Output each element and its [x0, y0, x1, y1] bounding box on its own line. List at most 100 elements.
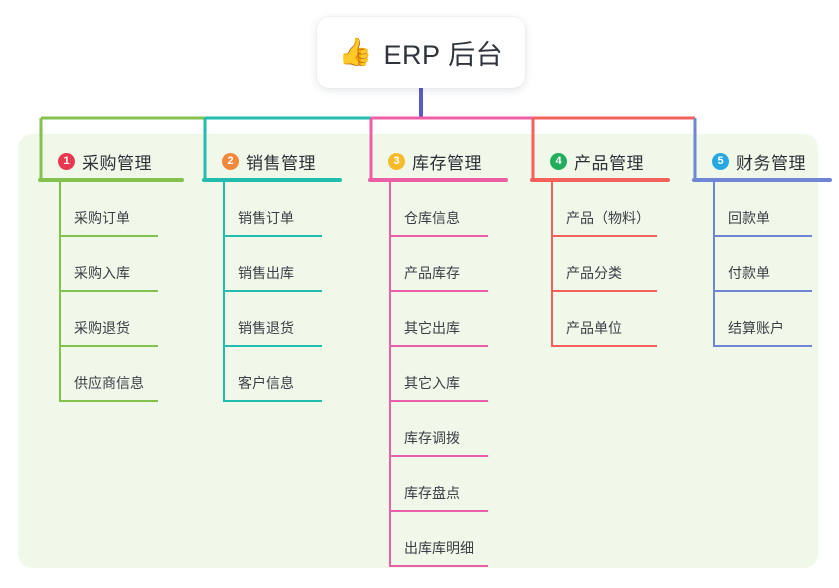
branch-item-list-3: 仓库信息产品库存其它出库其它入库库存调拨库存盘点出库库明细 [368, 182, 508, 567]
branch-spine-4 [551, 182, 553, 347]
branch-badge-2: 2 [222, 152, 239, 170]
branch-item[interactable]: 仓库信息 [368, 182, 508, 237]
branch-title-5: 财务管理 [736, 153, 806, 173]
branch-badge-3: 3 [388, 152, 405, 170]
branch-spine-2 [223, 182, 225, 402]
branch-item-label: 销售订单 [238, 210, 294, 226]
branch-item[interactable]: 客户信息 [202, 347, 342, 402]
branch-header-3[interactable]: 3 库存管理 [388, 150, 508, 173]
branch-item-label: 回款单 [728, 210, 770, 226]
branch-badge-4: 4 [550, 152, 567, 170]
branch-underline-5 [692, 178, 832, 182]
branch-badge-1: 1 [58, 152, 75, 170]
branch-item-label: 仓库信息 [404, 210, 460, 226]
branch-underline-2 [202, 178, 342, 182]
branch-item-rule [389, 400, 488, 402]
branch-item-label: 采购订单 [74, 210, 130, 226]
diagram-board-background [18, 134, 818, 568]
branch-item-label: 其它入库 [404, 375, 460, 391]
branch-item[interactable]: 其它入库 [368, 347, 508, 402]
branch-item[interactable]: 采购订单 [38, 182, 184, 237]
root-node[interactable]: 👍 ERP 后台 [317, 17, 525, 88]
branch-item[interactable]: 销售出库 [202, 237, 342, 292]
branch-item-label: 产品分类 [566, 265, 622, 281]
branch-item[interactable]: 出库库明细 [368, 512, 508, 567]
branch-item-rule [713, 235, 812, 237]
branch-item-label: 销售出库 [238, 265, 294, 281]
branch-item-list-1: 采购订单采购入库采购退货供应商信息 [38, 182, 184, 402]
branch-item[interactable]: 产品单位 [530, 292, 670, 347]
branch-item-rule [389, 510, 488, 512]
branch-item-label: 采购退货 [74, 320, 130, 336]
branch-item[interactable]: 其它出库 [368, 292, 508, 347]
branch-item-rule [223, 400, 322, 402]
branch-item-rule [389, 455, 488, 457]
branch-item-list-5: 回款单付款单结算账户 [692, 182, 832, 347]
branch-column-3: 3 库存管理仓库信息产品库存其它出库其它入库库存调拨库存盘点出库库明细 [368, 150, 508, 567]
branch-underline-1 [38, 178, 184, 182]
branch-spine-5 [713, 182, 715, 347]
branch-item-label: 产品（物料） [566, 210, 650, 226]
branch-item[interactable]: 库存盘点 [368, 457, 508, 512]
branch-item-rule [223, 290, 322, 292]
branch-item-list-4: 产品（物料） 产品分类产品单位 [530, 182, 670, 347]
branch-item-label: 供应商信息 [74, 375, 144, 391]
branch-column-2: 2 销售管理销售订单销售出库销售退货客户信息 [202, 150, 342, 402]
branch-item[interactable]: 产品分类 [530, 237, 670, 292]
branch-item-label: 产品单位 [566, 320, 622, 336]
branch-spine-1 [59, 182, 61, 402]
branch-spine-3 [389, 182, 391, 567]
branch-title-1: 采购管理 [82, 153, 152, 173]
branch-item[interactable]: 产品（物料） [530, 182, 670, 237]
branch-title-3: 库存管理 [412, 153, 482, 173]
branch-title-2: 销售管理 [246, 153, 316, 173]
branch-item-label: 销售退货 [238, 320, 294, 336]
branch-item[interactable]: 库存调拨 [368, 402, 508, 457]
root-node-content: 👍 ERP 后台 [339, 33, 503, 72]
branch-item[interactable]: 采购入库 [38, 237, 184, 292]
branch-item-list-2: 销售订单销售出库销售退货客户信息 [202, 182, 342, 402]
branch-item-label: 结算账户 [728, 320, 784, 336]
branch-underline-3 [368, 178, 508, 182]
branch-item[interactable]: 产品库存 [368, 237, 508, 292]
branch-column-4: 4 产品管理产品（物料） 产品分类产品单位 [530, 150, 670, 347]
branch-item-label: 其它出库 [404, 320, 460, 336]
branch-item-label: 采购入库 [74, 265, 130, 281]
branch-item-rule [551, 290, 657, 292]
branch-item[interactable]: 回款单 [692, 182, 832, 237]
branch-item-rule [551, 345, 657, 347]
branch-item-rule [59, 290, 158, 292]
branch-column-1: 1 采购管理采购订单采购入库采购退货供应商信息 [38, 150, 184, 402]
branch-item-label: 出库库明细 [404, 540, 474, 556]
branch-item-label: 客户信息 [238, 375, 294, 391]
branch-item[interactable]: 销售订单 [202, 182, 342, 237]
branch-item-rule [59, 235, 158, 237]
branch-header-1[interactable]: 1 采购管理 [58, 150, 184, 173]
thumbs-up-icon: 👍 [338, 37, 373, 67]
branch-item[interactable]: 销售退货 [202, 292, 342, 347]
branch-item-label: 库存调拨 [404, 430, 460, 446]
branch-item[interactable]: 付款单 [692, 237, 832, 292]
branch-header-4[interactable]: 4 产品管理 [550, 150, 670, 173]
root-title: ERP 后台 [383, 40, 504, 70]
branch-title-4: 产品管理 [574, 153, 644, 173]
branch-item-rule [59, 345, 158, 347]
branch-item[interactable]: 供应商信息 [38, 347, 184, 402]
branch-underline-4 [530, 178, 670, 182]
branch-item-rule [223, 345, 322, 347]
branch-item-rule [389, 565, 488, 567]
branch-item-label: 产品库存 [404, 265, 460, 281]
branch-item-rule [59, 400, 158, 402]
branch-item-label: 付款单 [728, 265, 770, 281]
branch-item-rule [389, 290, 488, 292]
branch-item-rule [713, 345, 812, 347]
branch-item-rule [551, 235, 657, 237]
branch-item-label: 库存盘点 [404, 485, 460, 501]
branch-item-rule [389, 345, 488, 347]
branch-header-2[interactable]: 2 销售管理 [222, 150, 342, 173]
branch-item[interactable]: 采购退货 [38, 292, 184, 347]
branch-item[interactable]: 结算账户 [692, 292, 832, 347]
